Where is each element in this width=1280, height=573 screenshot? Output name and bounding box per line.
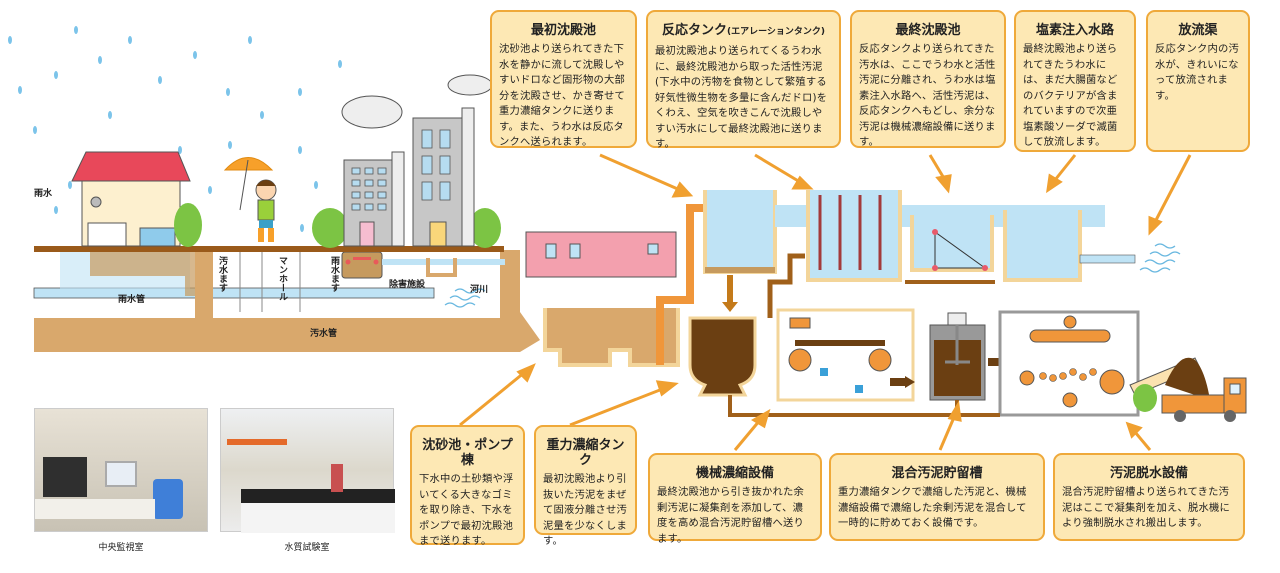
callout-title: 放流渠 — [1178, 23, 1218, 38]
callout-discharge-channel: 放流渠 反応タンク内の汚水が、きれいになって放流されます。 — [1146, 10, 1250, 152]
label-sewer-pipe: 汚水管 — [310, 329, 338, 339]
callout-text: 最終沈殿池から引き抜かれた余剰汚泥に凝集剤を添加して、濃度を高め混合汚泥貯留槽へ… — [657, 486, 804, 545]
callout-grit-pump: 沈砂池・ポンプ棟 下水中の土砂類や浮いてくる大きなゴミを取り除き、下水をポンプで… — [410, 425, 525, 547]
city-buildings — [312, 74, 501, 248]
callout-title: 汚泥脱水設備 — [1109, 466, 1188, 481]
callout-text: 反応タンクより送られてきた汚水は、ここでうわ水と活性汚泥に分離され、うわ水は塩素… — [859, 43, 996, 148]
rain-drops — [8, 26, 342, 232]
label-rainwater: 雨水 — [34, 189, 53, 199]
callout-arrows — [459, 153, 1192, 451]
caption-control-room: 中央監視室 — [98, 543, 144, 553]
label-pretreatment: 除害施設 — [389, 280, 426, 290]
callout-title: 塩素注入水路 — [1035, 23, 1114, 38]
callout-title-main: 反応タンク — [661, 23, 727, 38]
callout-text: 重力濃縮タンクで濃縮した汚泥と、機械濃縮設備で濃縮した余剰汚泥を混合して一時的に… — [838, 486, 1027, 529]
ground-line — [34, 246, 504, 252]
caption-water-lab: 水質試験室 — [284, 543, 330, 553]
callout-title: 沈砂池・ポンプ棟 — [422, 438, 513, 468]
photo-water-lab — [220, 408, 395, 533]
callout-title: 最終沈殿池 — [895, 23, 961, 38]
callout-gravity-thickener: 重力濃縮タンク 最初沈殿池より引抜いた汚泥をまぜて固液分離させ汚泥量を少なくしま… — [534, 425, 637, 547]
callout-title: 最初沈殿池 — [530, 23, 596, 38]
callout-mixed-sludge-tank: 混合汚泥貯留槽 重力濃縮タンクで濃縮した汚泥と、機械濃縮設備で濃縮した余剰汚泥を… — [829, 453, 1045, 541]
callout-text: 最初沈殿池より送られてくるうわ水に、最終沈殿池から取った活性汚泥(下水中の汚物を… — [655, 45, 828, 150]
label-storm-pipe: 雨水管 — [118, 295, 146, 305]
callout-text: 下水中の土砂類や浮いてくる大きなゴミを取り除き、下水をポンプで最初沈殿池まで送り… — [419, 473, 514, 547]
callout-dewatering: 汚泥脱水設備 混合汚泥貯留槽より送られてきた汚泥はここで凝集剤を加え、脱水機によ… — [1053, 453, 1245, 541]
label-sewage-basin: 汚水ます — [217, 256, 227, 292]
callout-reaction-tank: 反応タンク(エアレーションタンク) 最初沈殿池より送られてくるうわ水に、最終沈殿… — [646, 10, 841, 150]
callout-final-settling: 最終沈殿池 反応タンクより送られてきた汚水は、ここでうわ水と活性汚泥に分離され、… — [850, 10, 1006, 148]
label-manhole: マンホール — [277, 256, 287, 301]
callout-title: 機械濃縮設備 — [695, 466, 774, 481]
callout-chlorine-channel: 塩素注入水路 最終沈殿池より送られてきたうわ水には、まだ大腸菌などのバクテリアが… — [1014, 10, 1136, 152]
callout-text: 沈砂池より送られてきた下水を静かに流して沈殿しやすいドロなど固形物の大部分を沈殿… — [499, 43, 625, 148]
callout-text: 混合汚泥貯留槽より送られてきた汚泥はここで凝集剤を加え、脱水機により強制脱水され… — [1062, 486, 1230, 529]
callout-subtitle: (エアレーションタンク) — [726, 27, 826, 37]
photo-control-room — [34, 408, 208, 532]
child-with-umbrella — [223, 157, 277, 242]
underground-sewer — [33, 250, 540, 352]
house-illustration — [71, 151, 202, 247]
callout-mechanical-thickener: 機械濃縮設備 最終沈殿池から引き抜かれた余剰汚泥に凝集剤を添加して、濃度を高め混… — [648, 453, 822, 545]
callout-primary-settling: 最初沈殿池 沈砂池より送られてきた下水を静かに流して沈殿しやすいドロなど固形物の… — [490, 10, 637, 148]
label-river: 河川 — [470, 285, 489, 295]
callout-text: 最終沈殿池より送られてきたうわ水には、まだ大腸菌などのバクテリアが含まれています… — [1023, 43, 1118, 148]
treatment-plant — [525, 190, 1247, 422]
callout-text: 反応タンク内の汚水が、きれいになって放流されます。 — [1155, 43, 1239, 102]
callout-title: 重力濃縮タンク — [546, 438, 625, 468]
callout-title: 反応タンク(エアレーションタンク) — [655, 23, 832, 40]
label-rain-basin: 雨水ます — [329, 256, 339, 292]
callout-title: 混合汚泥貯留槽 — [891, 466, 983, 481]
callout-text: 最初沈殿池より引抜いた汚泥をまぜて固液分離させ汚泥量を少なくします。 — [543, 473, 627, 547]
